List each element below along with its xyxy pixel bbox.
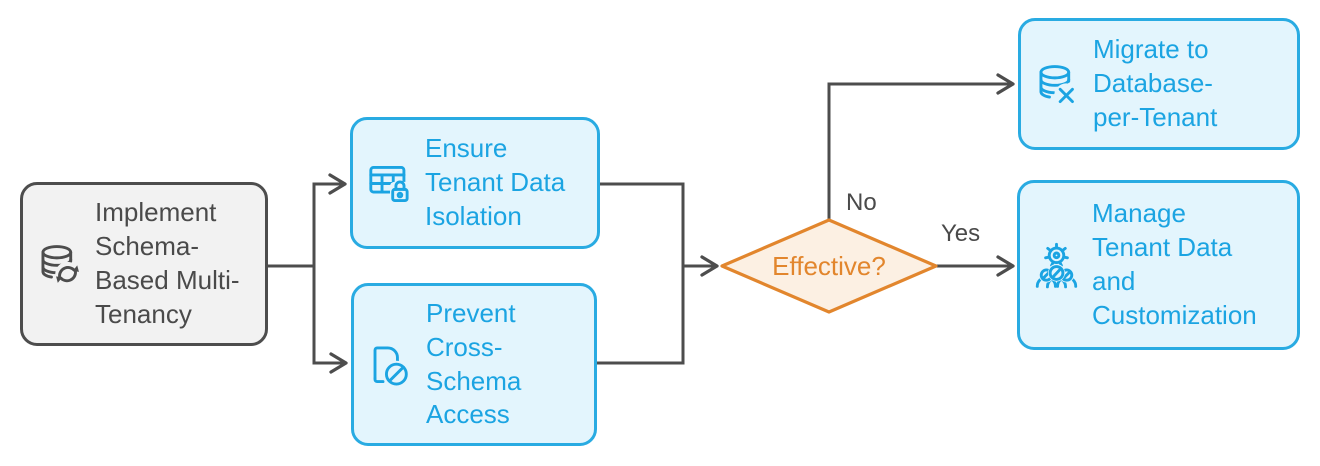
database-sync-icon bbox=[41, 244, 80, 286]
database-remove-icon bbox=[1039, 64, 1078, 107]
gear-team-icon bbox=[1035, 242, 1078, 288]
edge-label-no: No bbox=[846, 189, 877, 216]
document-blocked-icon bbox=[373, 346, 410, 388]
decision-diamond-shape bbox=[720, 218, 938, 314]
table-lock-icon bbox=[369, 165, 412, 203]
edge-label-yes: Yes bbox=[941, 220, 981, 247]
edge-decision-no-to-migrate bbox=[827, 73, 1015, 220]
edge-merge-junction bbox=[595, 182, 685, 365]
edge-start-to-prevent bbox=[312, 266, 348, 374]
decision-label: Effective? bbox=[772, 251, 886, 281]
edge-start-to-ensure bbox=[312, 173, 347, 266]
